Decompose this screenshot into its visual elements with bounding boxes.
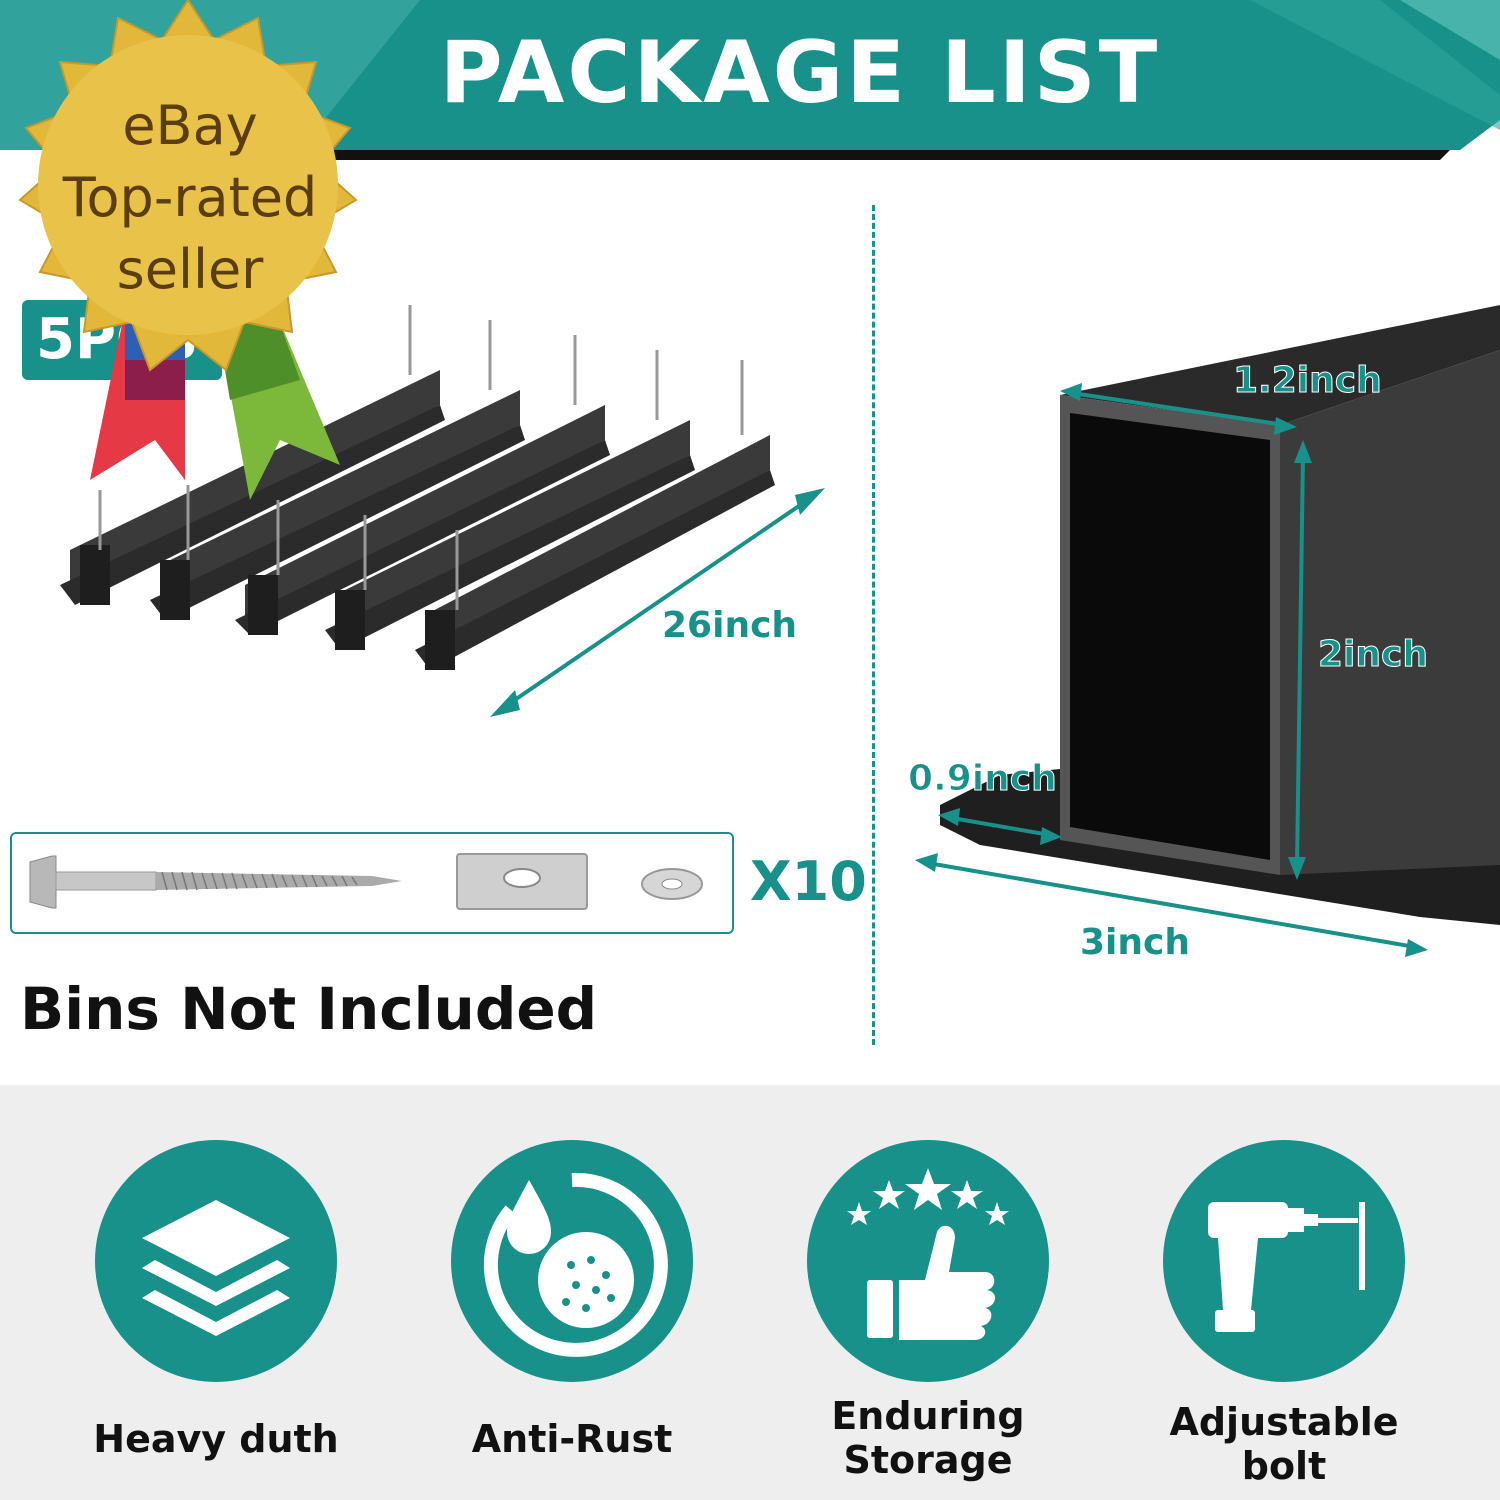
- round-washer-icon: [641, 868, 703, 900]
- header-banner: [0, 0, 1500, 160]
- flange-arrow: [938, 808, 1062, 845]
- kit-quantity: X10: [750, 850, 867, 913]
- seal-line: Top-rated: [62, 166, 318, 229]
- rail: [235, 335, 610, 635]
- rail: [150, 320, 525, 620]
- seal-text: eBay Top-rated seller: [20, 90, 360, 306]
- seal-icon: [18, 0, 358, 372]
- seal-line: seller: [116, 238, 264, 301]
- square-washer-icon: [456, 853, 588, 910]
- width-top-arrow: [1060, 383, 1297, 435]
- dashed-divider: [872, 205, 875, 1045]
- hardware-illustration: [29, 853, 703, 910]
- top-rated-seal: [18, 0, 358, 500]
- anti-rust-icon: [483, 1172, 668, 1357]
- feature-adjustable-bolt: Adjustable bolt: [1134, 1140, 1434, 1488]
- rail: [415, 360, 775, 670]
- feature-enduring-storage: Enduring Storage: [778, 1140, 1078, 1482]
- feature-label: Adjustable bolt: [1169, 1400, 1399, 1488]
- feature-anti-rust: Anti-Rust: [422, 1140, 722, 1461]
- length-arrow: [490, 488, 825, 717]
- feature-label: Heavy duth: [93, 1417, 339, 1461]
- features-strip: Heavy duth Anti-Rust: [0, 1085, 1500, 1500]
- hardware-kit-box: [10, 832, 734, 934]
- base-width-arrow: [915, 853, 1428, 957]
- drill-icon: [1208, 1202, 1365, 1332]
- feature-icon-circle: [451, 1140, 693, 1382]
- feature-label: Enduring Storage: [831, 1394, 1025, 1482]
- feature-icon-circle: [95, 1140, 337, 1382]
- layers-icon: [142, 1200, 290, 1336]
- width-top-label: 1.2inch: [1233, 360, 1383, 402]
- bins-not-included-note: Bins Not Included: [20, 975, 598, 1043]
- feature-icon-circle: [807, 1140, 1049, 1382]
- feature-label: Anti-Rust: [471, 1417, 673, 1461]
- thumbs-up-stars-icon: [847, 1168, 1009, 1340]
- base-width-label: 3inch: [1080, 922, 1190, 963]
- feature-heavy-duty: Heavy duth: [66, 1140, 366, 1461]
- feature-icon-circle: [1163, 1140, 1405, 1382]
- page-title: PACKAGE LIST: [439, 23, 1161, 123]
- height-label: 2inch: [1318, 634, 1429, 676]
- rail: [325, 350, 695, 650]
- seal-line: eBay: [122, 94, 258, 157]
- length-label: 26inch: [662, 605, 798, 646]
- lag-bolt-icon: [29, 855, 402, 909]
- height-arrow: [1288, 440, 1312, 880]
- rail-cross-section: [915, 305, 1500, 957]
- flange-label: 0.9inch: [908, 758, 1058, 800]
